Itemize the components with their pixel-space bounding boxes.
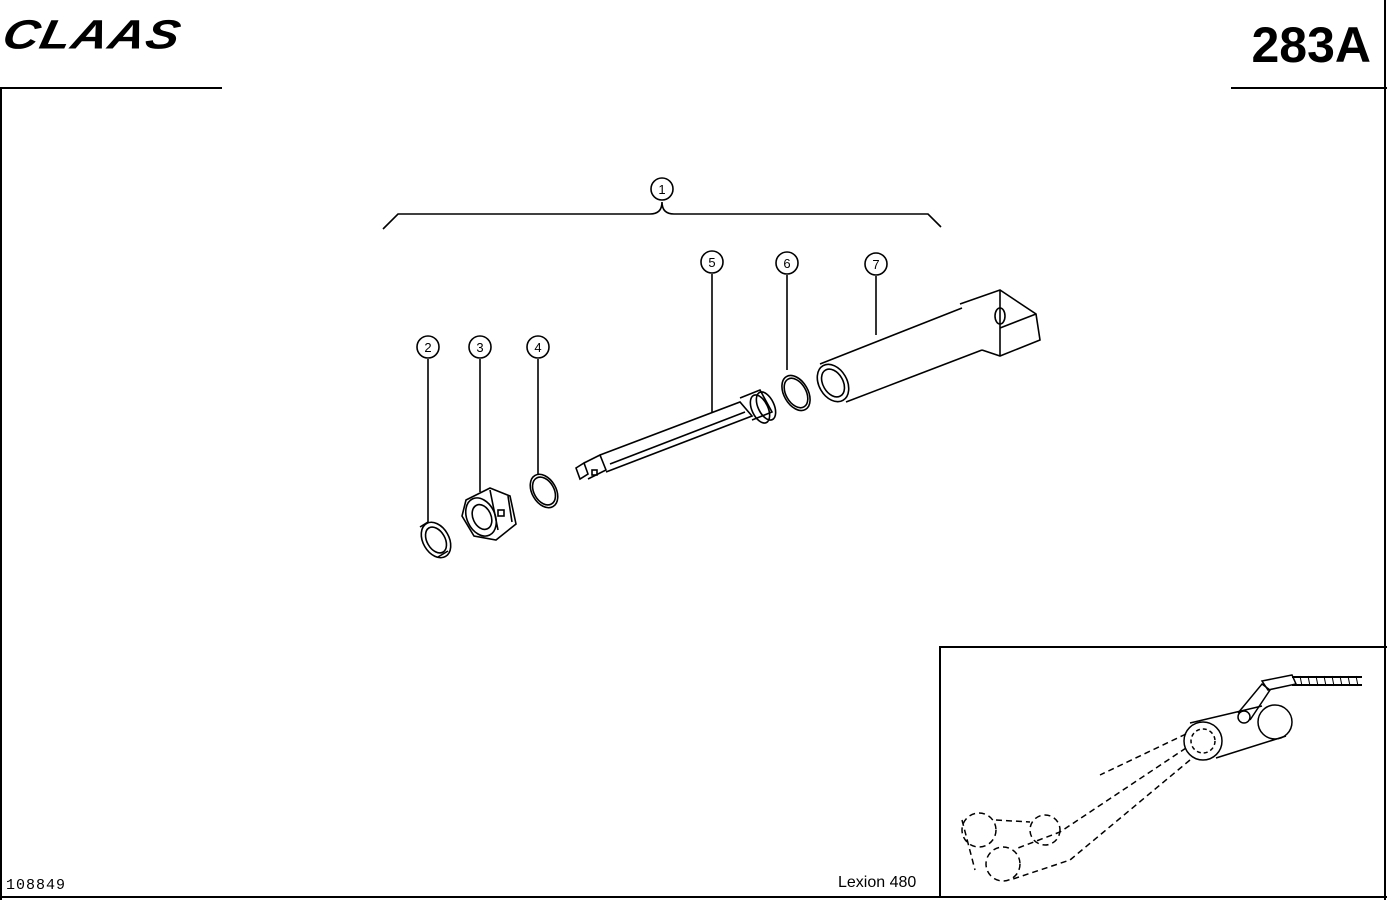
- drawing-number: 108849: [6, 877, 67, 894]
- callout-circle-4: [526, 335, 550, 359]
- callout-circle-2: [416, 335, 440, 359]
- callout-label-1: 1: [658, 182, 665, 197]
- frame-left-border: [0, 87, 2, 900]
- callout-label-4: 4: [534, 340, 541, 355]
- callout-circle-5: [700, 250, 724, 274]
- assembly-bracket: [382, 201, 942, 230]
- callout-circle-1: [650, 177, 674, 201]
- frame-right-border: [1384, 0, 1386, 900]
- callout-circle-6: [775, 251, 799, 275]
- callout-circle-7: [864, 252, 888, 276]
- callout-label-3: 3: [476, 340, 483, 355]
- page-code: 283A: [1251, 17, 1371, 73]
- callout-circle-3: [468, 335, 492, 359]
- part-5-piston-rod: [575, 388, 777, 481]
- frame-bottom-border: [0, 896, 1387, 898]
- part-2-ring: [419, 521, 452, 559]
- part-7-cylinder-tube: [816, 289, 1041, 403]
- inset-locator-sketch: [961, 674, 1362, 882]
- callout-label-7: 7: [872, 257, 879, 272]
- model-name: Lexion 480: [838, 874, 917, 891]
- part-6-o-ring: [781, 374, 811, 412]
- inset-locator-frame: [939, 646, 1387, 898]
- callout-label-5: 5: [708, 255, 715, 270]
- header-rule-left: [0, 87, 222, 89]
- header-rule-right: [1231, 87, 1387, 89]
- callout-label-2: 2: [424, 340, 431, 355]
- part-4-o-ring: [529, 473, 559, 509]
- callout-label-6: 6: [783, 256, 790, 271]
- part-3-nut: [461, 487, 517, 541]
